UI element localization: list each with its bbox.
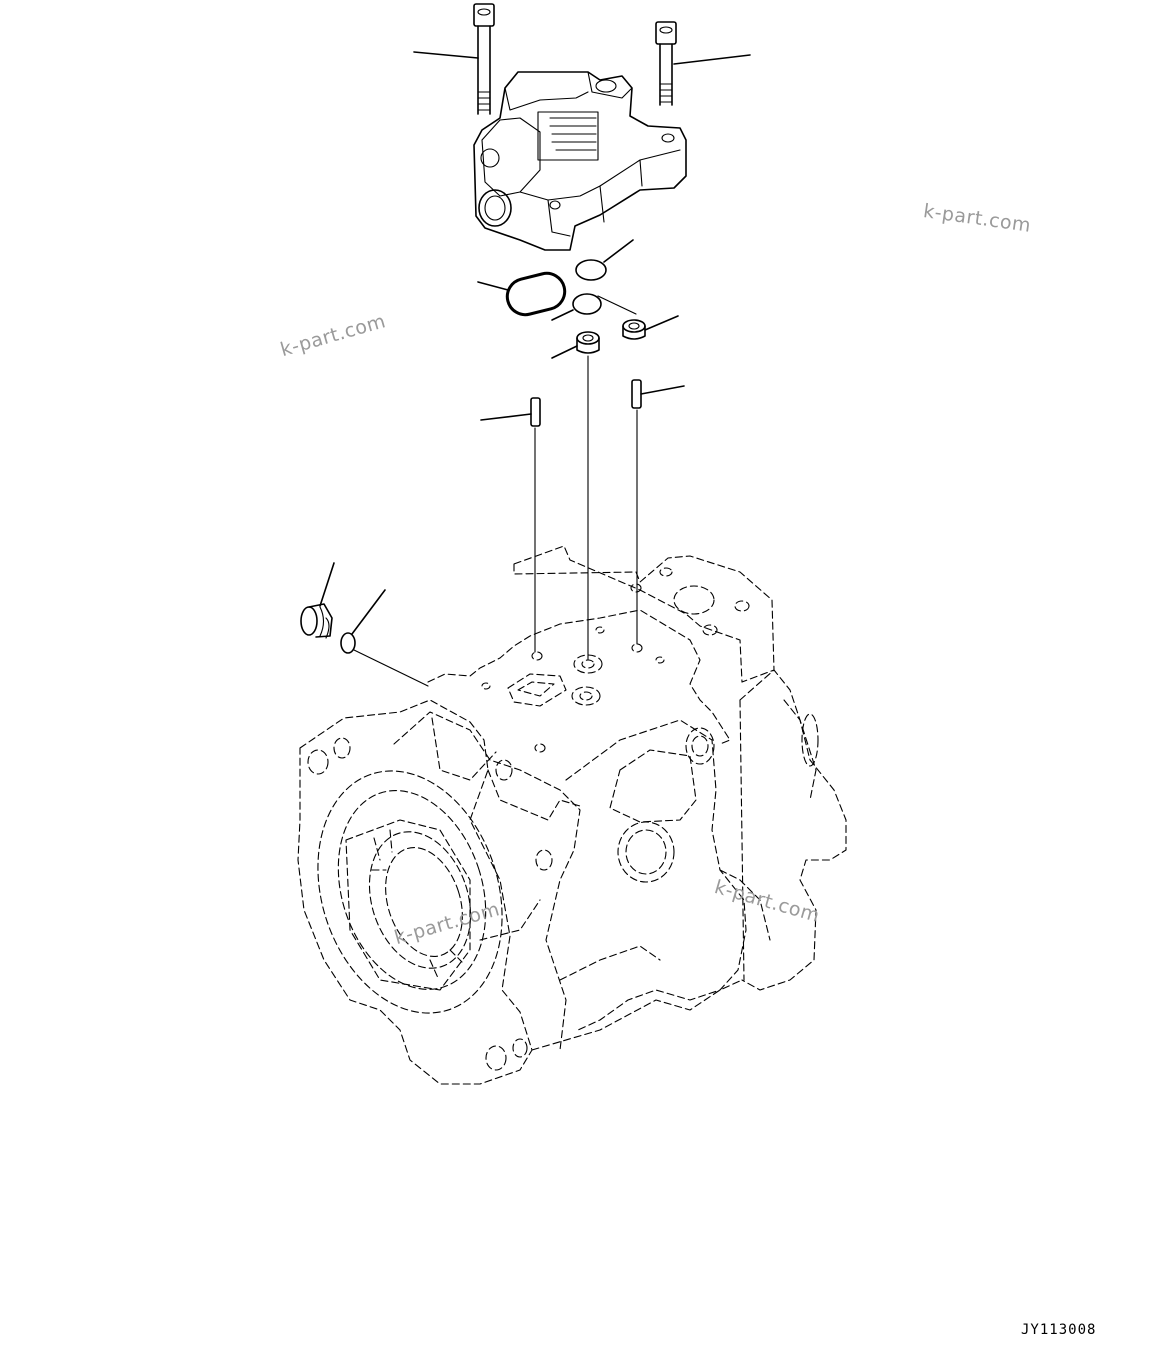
bolt-left <box>413 3 495 115</box>
dowel-pin-left <box>480 397 541 653</box>
control-valve <box>473 71 687 251</box>
dowel-pin-right <box>631 379 685 645</box>
plug-o-ring <box>340 589 429 687</box>
figure-code: JY113008 <box>1021 1322 1097 1338</box>
o-ring-upper <box>575 239 634 281</box>
plug <box>300 562 335 639</box>
seal-left <box>551 331 600 661</box>
o-ring-lower <box>551 293 637 321</box>
pump-body <box>297 545 847 1085</box>
bolt-right <box>655 21 751 106</box>
oval-o-ring <box>477 271 567 317</box>
seal-right <box>622 315 679 340</box>
